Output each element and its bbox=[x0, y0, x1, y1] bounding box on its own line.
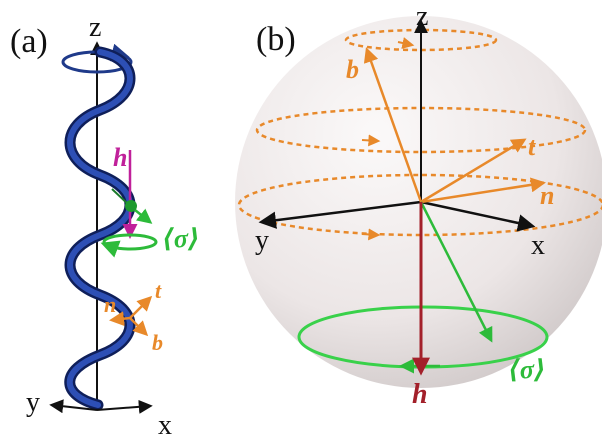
x-axis-a bbox=[96, 399, 153, 414]
panel-b-label: (b) bbox=[256, 21, 296, 58]
y-axis-label-b: y bbox=[255, 225, 269, 256]
x-axis-label-a: x bbox=[158, 410, 172, 439]
x-axis-label-b: x bbox=[531, 230, 545, 261]
n-vector-b bbox=[420, 177, 546, 204]
z-axis-label-a: z bbox=[89, 12, 101, 43]
sigma-precession-arrow-a bbox=[100, 240, 121, 258]
b-label-a: b bbox=[152, 330, 163, 355]
y-axis-label-a: y bbox=[26, 387, 40, 418]
b-vector-b bbox=[363, 47, 423, 203]
h-label-a: h bbox=[113, 143, 127, 172]
panel-a-label: (a) bbox=[10, 23, 48, 60]
z-axis-label-b: z bbox=[416, 1, 428, 32]
h-label-b: h bbox=[412, 379, 428, 410]
orbit-arrow-upper bbox=[361, 134, 381, 147]
y-axis-a bbox=[49, 399, 98, 414]
b-vector-a bbox=[129, 317, 149, 337]
n-vector-a bbox=[109, 311, 131, 327]
electron-dot bbox=[125, 200, 137, 212]
panel-a: (a) z h ⟨σ⟩ t n b y x bbox=[10, 12, 200, 439]
x-axis-b bbox=[420, 200, 536, 232]
t-label-b: t bbox=[528, 132, 536, 161]
t-label-a: t bbox=[155, 278, 162, 303]
t-vector-b bbox=[420, 138, 527, 204]
n-label-a: n bbox=[104, 292, 116, 317]
n-label-b: n bbox=[540, 181, 554, 210]
b-label-b: b bbox=[346, 55, 359, 84]
panel-b: (b) z y x b t n ⟨σ⟩ h bbox=[235, 1, 602, 410]
y-axis-b bbox=[258, 200, 422, 229]
sigma-label-b: ⟨σ⟩ bbox=[508, 355, 546, 384]
sigma-vector-b bbox=[419, 201, 493, 343]
t-vector-a bbox=[129, 295, 153, 319]
helix bbox=[66, 49, 133, 408]
sigma-label-a: ⟨σ⟩ bbox=[162, 224, 200, 253]
orbit-arrow-equator bbox=[361, 228, 381, 241]
orbit-arrow-top bbox=[397, 37, 415, 49]
